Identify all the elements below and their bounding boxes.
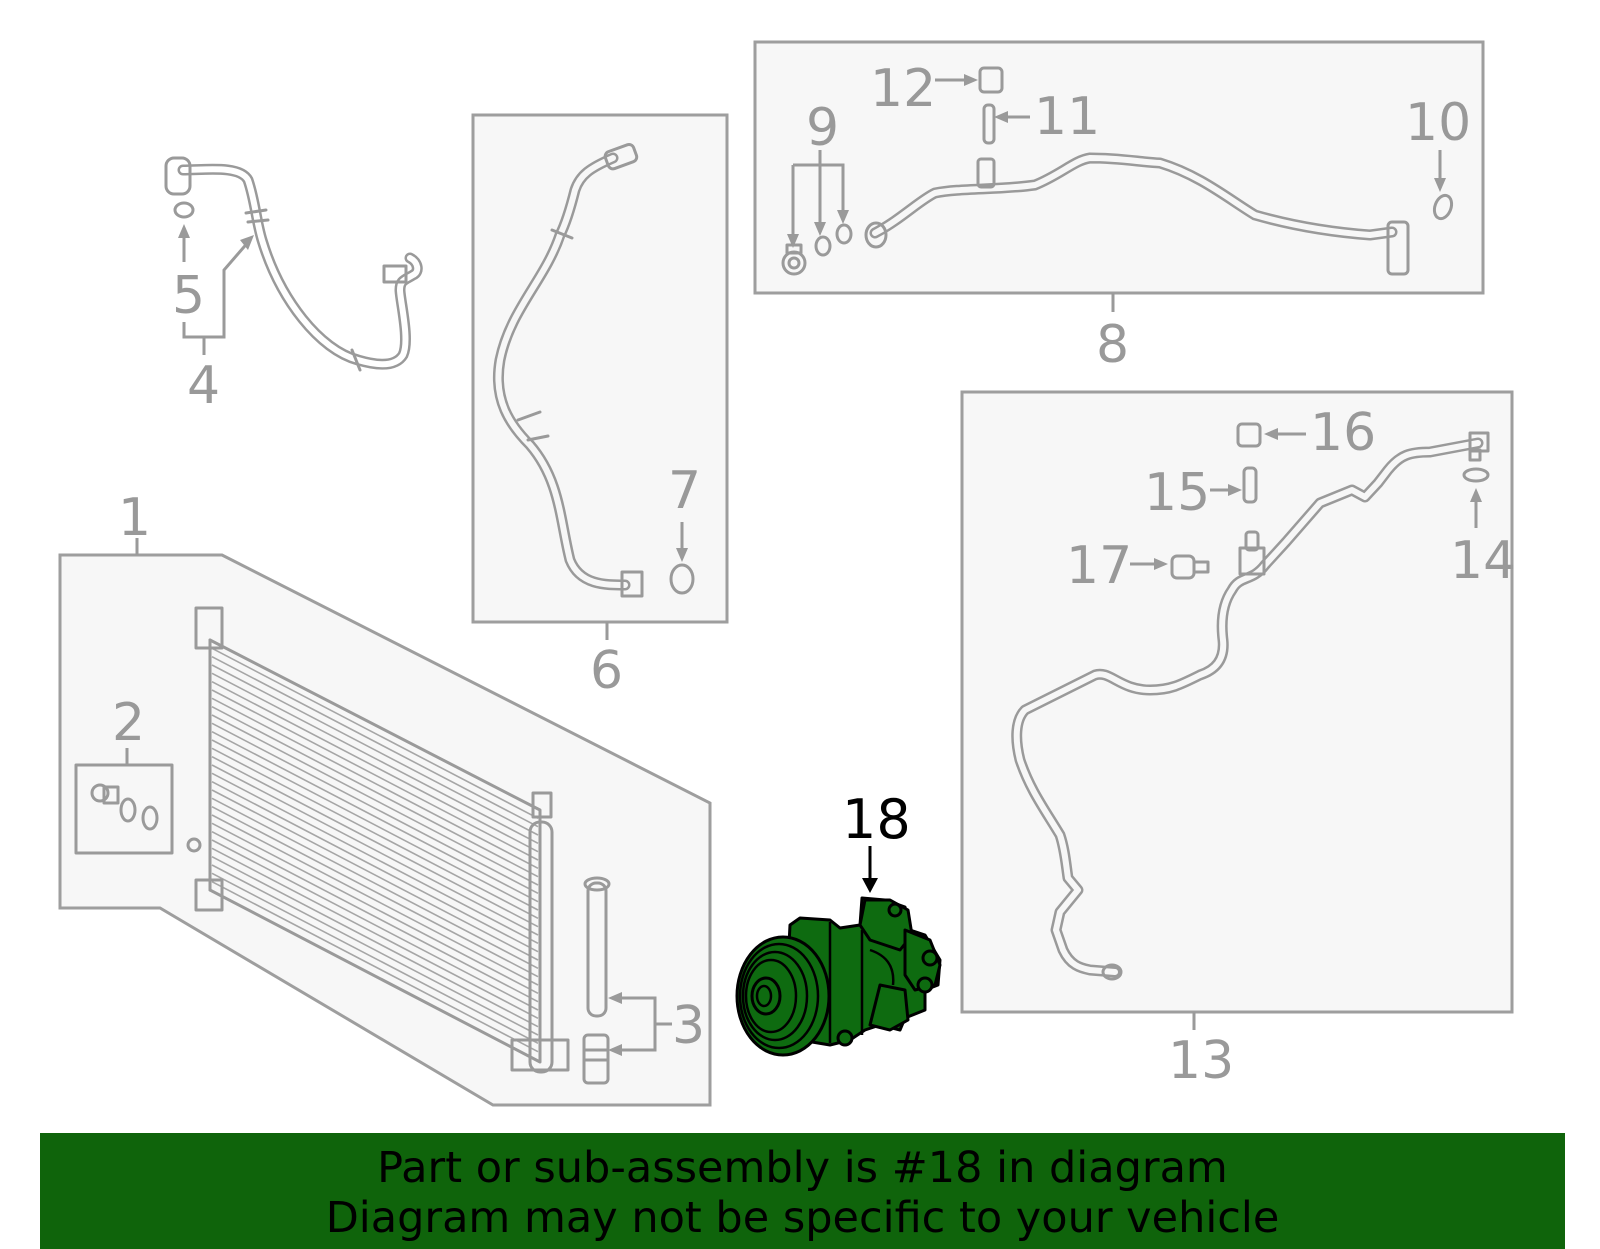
condenser-fin: [211, 855, 539, 1028]
callout-6[interactable]: 6: [590, 641, 623, 701]
callout-9[interactable]: 9: [806, 98, 839, 158]
callout-15[interactable]: 15: [1144, 463, 1210, 523]
condenser-fin: [211, 797, 539, 970]
condenser-fin: [211, 880, 539, 1053]
pipe-8-panel: [753, 40, 1485, 295]
condenser-fin: [211, 839, 539, 1011]
callout-14[interactable]: 14: [1450, 531, 1516, 591]
condenser-group: 1 2: [58, 488, 712, 1107]
condenser-part[interactable]: [186, 606, 570, 1074]
pipe-8-group: 9 12 11 10 8: [753, 40, 1485, 375]
pipe-13-part[interactable]: [1011, 422, 1490, 981]
callout-3[interactable]: 3: [672, 996, 705, 1056]
hose-6-panel: [471, 113, 729, 624]
pipe-8-part[interactable]: [781, 66, 1455, 276]
condenser-fin: [211, 672, 539, 845]
banner-line-2: Diagram may not be specific to your vehi…: [325, 1193, 1280, 1243]
callout-2[interactable]: 2: [112, 693, 145, 753]
callout-7[interactable]: 7: [668, 461, 701, 521]
part-7-oring[interactable]: [669, 563, 695, 595]
condenser-fin: [211, 655, 539, 828]
callout-16[interactable]: 16: [1310, 403, 1376, 463]
part-2-kit-box[interactable]: [74, 763, 174, 855]
callout-13[interactable]: 13: [1168, 1031, 1234, 1091]
condenser-fin: [211, 772, 539, 945]
callout-1[interactable]: 1: [118, 488, 151, 548]
banner-line-1: Part or sub-assembly is #18 in diagram: [377, 1143, 1228, 1193]
condenser-fin: [211, 789, 539, 961]
part-3-dryer[interactable]: [582, 876, 672, 1085]
condenser-fin: [211, 722, 539, 895]
info-banner: Part or sub-assembly is #18 in diagram D…: [40, 1133, 1565, 1249]
condenser-fin: [211, 780, 539, 953]
condenser-fin: [211, 730, 539, 903]
part-2-fitting: [90, 783, 159, 831]
callout-4[interactable]: 4: [187, 356, 220, 416]
condenser-fin: [211, 664, 539, 836]
condenser-fin: [211, 689, 539, 861]
condenser-fin: [211, 755, 539, 928]
callout-8[interactable]: 8: [1096, 315, 1129, 375]
hose-6-group: 7 6: [471, 113, 729, 701]
condenser-fin: [211, 830, 539, 1003]
condenser-fin: [211, 822, 539, 995]
callout-11[interactable]: 11: [1034, 87, 1100, 147]
condenser-fin: [211, 739, 539, 911]
pipe-13-group: 16 15 17 14 13: [960, 390, 1516, 1091]
condenser-fin: [211, 814, 539, 986]
compressor-18[interactable]: 18: [735, 788, 942, 1057]
condenser-fin: [211, 680, 539, 853]
condenser-fin: [211, 805, 539, 978]
condenser-fin: [211, 647, 539, 820]
condenser-fin: [211, 864, 539, 1036]
callout-12[interactable]: 12: [870, 59, 936, 119]
condenser-fin: [211, 697, 539, 870]
condenser-fin: [211, 705, 539, 878]
callout-18[interactable]: 18: [842, 788, 911, 851]
condenser-fin: [211, 714, 539, 886]
hose-4-group[interactable]: [164, 156, 423, 372]
callout-17[interactable]: 17: [1066, 536, 1132, 596]
condenser-fin: [211, 872, 539, 1045]
condenser-fin: [211, 747, 539, 920]
callout-10[interactable]: 10: [1405, 93, 1471, 153]
hose-6-part[interactable]: [493, 142, 644, 598]
condenser-fin: [211, 764, 539, 936]
condenser-fin: [211, 847, 539, 1020]
pipe-13-panel: [960, 390, 1514, 1014]
callout-5[interactable]: 5: [172, 266, 205, 326]
